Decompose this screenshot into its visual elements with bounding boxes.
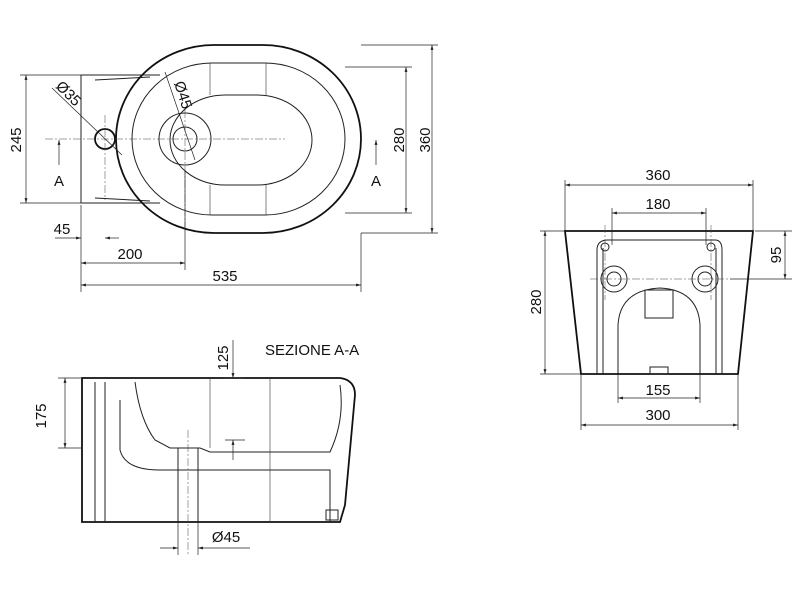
dim-360-rear: 360 [645, 167, 670, 184]
dia-45-section: Ø45 [212, 529, 240, 546]
dim-180: 180 [645, 196, 670, 213]
dim-155: 155 [645, 382, 670, 399]
top-view: 245 280 360 45 200 535 Ø35 Ø45 A A [8, 44, 438, 292]
rear-view: 360 180 95 280 155 300 [528, 167, 792, 430]
bidet-bowl [169, 94, 313, 186]
section-outline [81, 377, 356, 523]
dim-280-rear: 280 [528, 289, 545, 314]
dia-35: Ø35 [52, 78, 84, 110]
dim-360: 360 [417, 127, 434, 152]
dim-245: 245 [8, 127, 25, 152]
dim-125: 125 [215, 345, 232, 370]
dim-280: 280 [391, 127, 408, 152]
dim-535: 535 [212, 268, 237, 285]
dim-175: 175 [33, 403, 50, 428]
dim-95: 95 [768, 247, 785, 264]
dim-300: 300 [645, 407, 670, 424]
section-mark-right: A [371, 173, 381, 190]
rear-outline [563, 230, 754, 375]
section-view: SEZIONE A-A 125 175 Ø45 [33, 340, 359, 555]
dia-45-top: Ø45 [170, 79, 195, 111]
dim-200: 200 [117, 246, 142, 263]
section-mark-left: A [54, 173, 64, 190]
section-title: SEZIONE A-A [265, 342, 359, 359]
dim-45: 45 [54, 221, 71, 238]
